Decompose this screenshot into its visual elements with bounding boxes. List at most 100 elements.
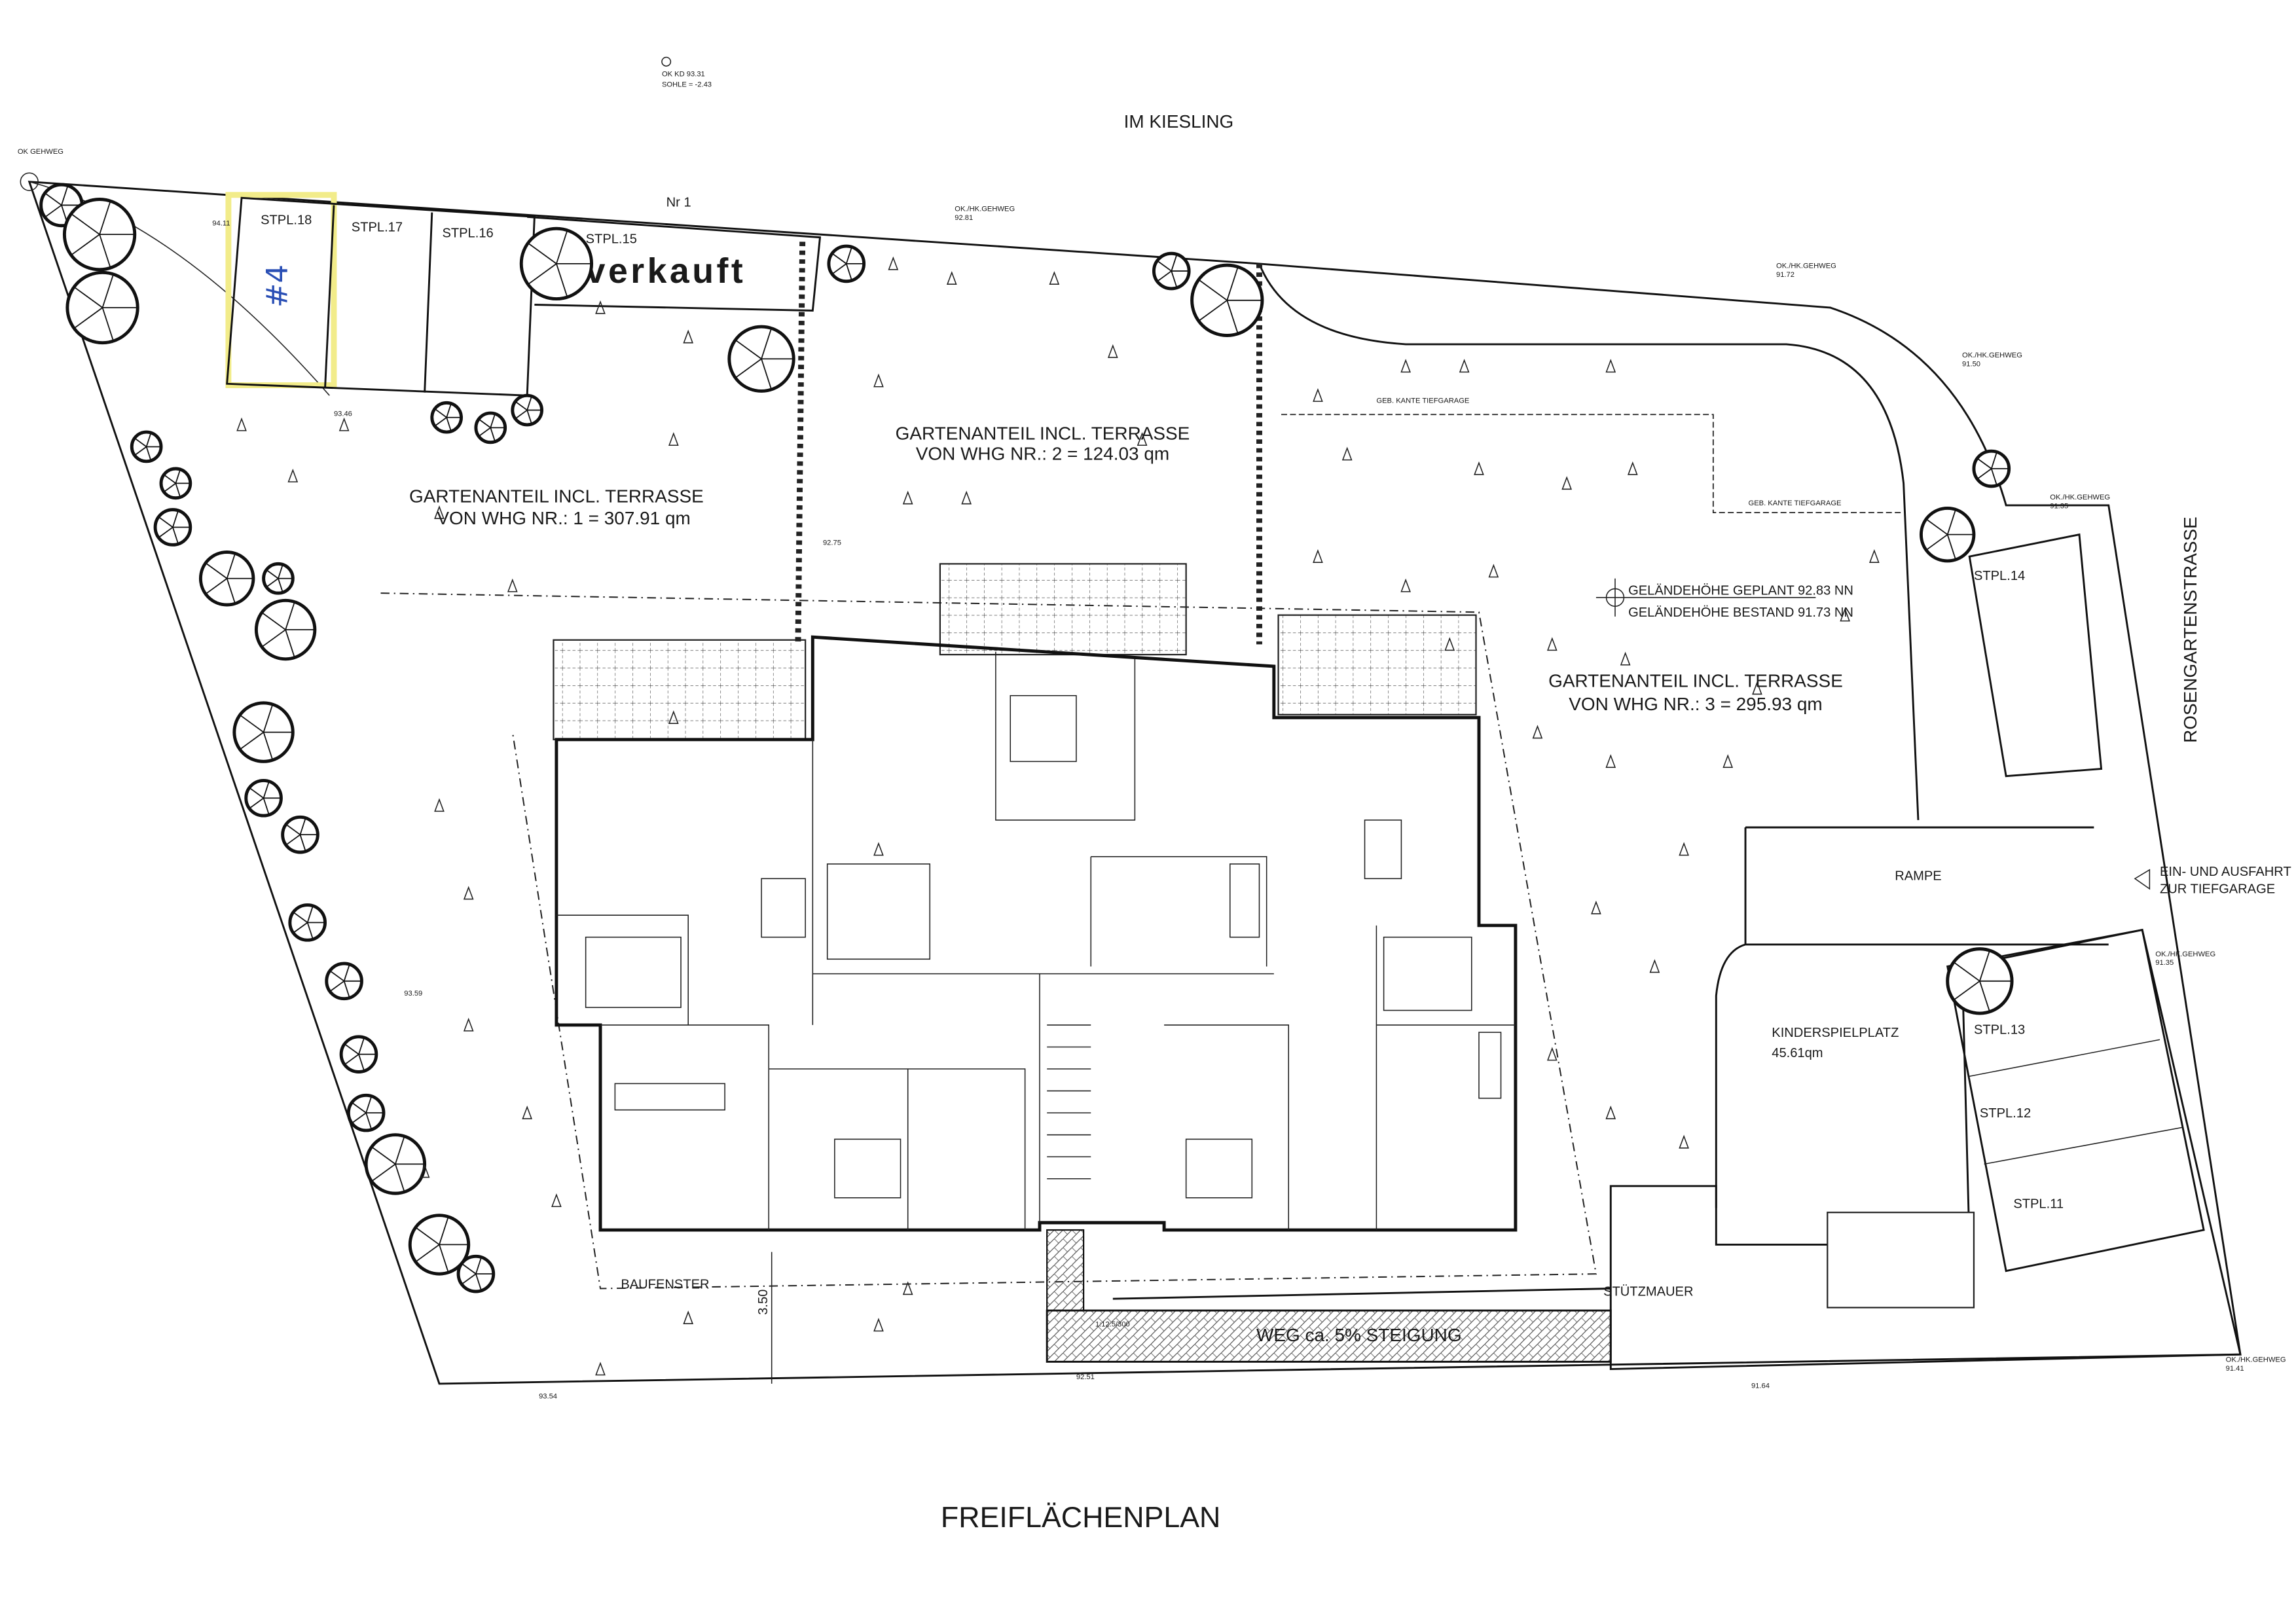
tree-icon: [827, 244, 866, 283]
parking-north: STPL.18 STPL.17 STPL.16 STPL.15 verkauft…: [225, 192, 822, 397]
tree-icon: [430, 401, 463, 434]
level-9411: 94.11: [212, 220, 230, 228]
ramp-label: RAMPE: [1895, 869, 1942, 884]
grass-icon: [1474, 461, 1484, 475]
level-9275: 92.75: [823, 539, 841, 547]
stpl17-label: STPL.17: [352, 221, 403, 235]
grass-icon: [1752, 681, 1762, 695]
tree-icon: [254, 598, 317, 661]
south-path: STÜTZMAUER WEG ca. 5% STEIGUNG 1:12.5/30…: [621, 1229, 1694, 1384]
grass-icon: [338, 417, 350, 431]
level-gehweg-4-val: 91.35: [2050, 502, 2068, 510]
grass-icon: [1341, 446, 1353, 461]
stpl15-label: STPL.15: [586, 232, 637, 247]
entry-arrow-icon: [2134, 869, 2151, 890]
grass-icon: [1649, 959, 1660, 973]
tree-icon: [130, 430, 163, 463]
hedge-1: [795, 242, 806, 645]
tree-icon: [262, 562, 295, 595]
tree-icon: [198, 550, 255, 607]
garden-1-label: GARTENANTEIL INCL. TERRASSE: [409, 486, 704, 506]
tree-icon: [1972, 449, 2011, 488]
tree-icon: [288, 903, 327, 942]
level-gehweg-3-val: 91.50: [1962, 360, 1980, 368]
grass-icon: [463, 886, 474, 900]
grass-icon: [1620, 651, 1631, 666]
terrace-2: [939, 563, 1187, 656]
tree-icon: [232, 701, 295, 763]
terrace-3: [1277, 614, 1477, 715]
level-gehweg-2: OK./HK.GEHWEG: [1776, 262, 1836, 270]
grass-icon: [1679, 842, 1689, 856]
building-window-line: [380, 592, 1597, 1290]
level-gehweg-1: OK./HK.GEHWEG: [955, 205, 1015, 213]
terrace-1: [553, 639, 807, 740]
level-gehweg-3: OK./HK.GEHWEG: [1962, 352, 2022, 359]
stpl14-label: STPL.14: [1974, 569, 2025, 583]
terrain-existing: GELÄNDEHÖHE BESTAND 91.73 NN: [1628, 605, 1853, 620]
plan-title: FREIFLÄCHENPLAN: [941, 1502, 1220, 1534]
grass-icon: [434, 505, 445, 519]
garage-edge: [1281, 414, 1904, 514]
grass-icon: [902, 490, 913, 505]
east-area: RAMPE EIN- UND AUSFAHRT ZUR TIEFGARAGE K…: [1609, 533, 2291, 1371]
level-9251: 92.51: [1076, 1373, 1095, 1381]
tree-icon: [1919, 506, 1976, 563]
grass-icon: [1561, 476, 1573, 490]
grass-icon: [1049, 271, 1060, 285]
garden-3-label: GARTENANTEIL INCL. TERRASSE: [1548, 670, 1843, 691]
grass-icon: [668, 710, 679, 724]
grass-icon: [902, 1281, 913, 1295]
grass-icon: [595, 1362, 606, 1376]
path-label: WEG ca. 5% STEIGUNG: [1256, 1325, 1462, 1345]
terrain-planned: GELÄNDEHÖHE GEPLANT 92.83 NN: [1628, 583, 1853, 598]
grass-icon: [1532, 725, 1543, 739]
grass-icon: [1313, 388, 1323, 402]
grass-icon: [236, 417, 247, 431]
tree-icon: [65, 270, 139, 345]
grass-icon: [1591, 900, 1601, 914]
grass-icon: [522, 1105, 533, 1119]
grass-icon: [551, 1193, 562, 1208]
level-gehweg-4: OK./HK.GEHWEG: [2050, 494, 2110, 501]
garden-2-label: GARTENANTEIL INCL. TERRASSE: [896, 423, 1190, 443]
sold-label: verkauft: [586, 251, 746, 291]
tree-icon: [1152, 251, 1191, 291]
grass-icon: [287, 469, 299, 482]
grass-icon: [1722, 754, 1734, 768]
grass-icon: [1313, 549, 1323, 563]
level-9354: 93.54: [539, 1392, 557, 1400]
level-gehweg-6: OK./HK.GEHWEG: [2226, 1356, 2286, 1363]
building-window-label: BAUFENSTER: [621, 1278, 709, 1292]
grass-icon: [961, 490, 972, 505]
level-9164: 91.64: [1751, 1382, 1770, 1390]
grass-icon: [946, 271, 957, 285]
level-gehweg-2-val: 91.72: [1776, 271, 1795, 279]
stpl13-label: STPL.13: [1974, 1022, 2025, 1037]
grass-icon: [595, 300, 606, 314]
level-gehweg-5-val: 91.35: [2155, 959, 2174, 967]
tree-icon: [325, 962, 363, 1001]
grass-icon: [683, 1310, 694, 1324]
tree-icon: [339, 1035, 378, 1074]
playground-label: KINDERSPIELPLATZ: [1772, 1026, 1899, 1040]
tree-icon: [153, 508, 192, 547]
tree-icon: [62, 198, 137, 272]
parcel-label: Nr 1: [666, 196, 691, 210]
garden-1-area: VON WHG NR.: 1 = 307.91 qm: [437, 508, 690, 528]
grass-icon: [873, 842, 884, 856]
grass-icon: [1400, 578, 1411, 592]
level-nw: OK GEHWEG: [18, 148, 64, 156]
playground-area: 45.61qm: [1772, 1046, 1823, 1060]
level-sohle: SOHLE = -2.43: [662, 81, 712, 88]
tree-icon: [456, 1254, 496, 1293]
grass-icon: [1546, 1047, 1558, 1061]
level-gehweg-5: OK./HK.GEHWEG: [2155, 950, 2215, 958]
grass-icon: [1605, 359, 1616, 373]
grass-icon: [873, 1318, 884, 1332]
tree-icon: [727, 325, 795, 393]
terrain-level-marker: GELÄNDEHÖHE GEPLANT 92.83 NN GELÄNDEHÖHE…: [1595, 578, 1853, 620]
grass-icon: [1107, 344, 1118, 358]
grass-icon: [463, 1017, 474, 1032]
